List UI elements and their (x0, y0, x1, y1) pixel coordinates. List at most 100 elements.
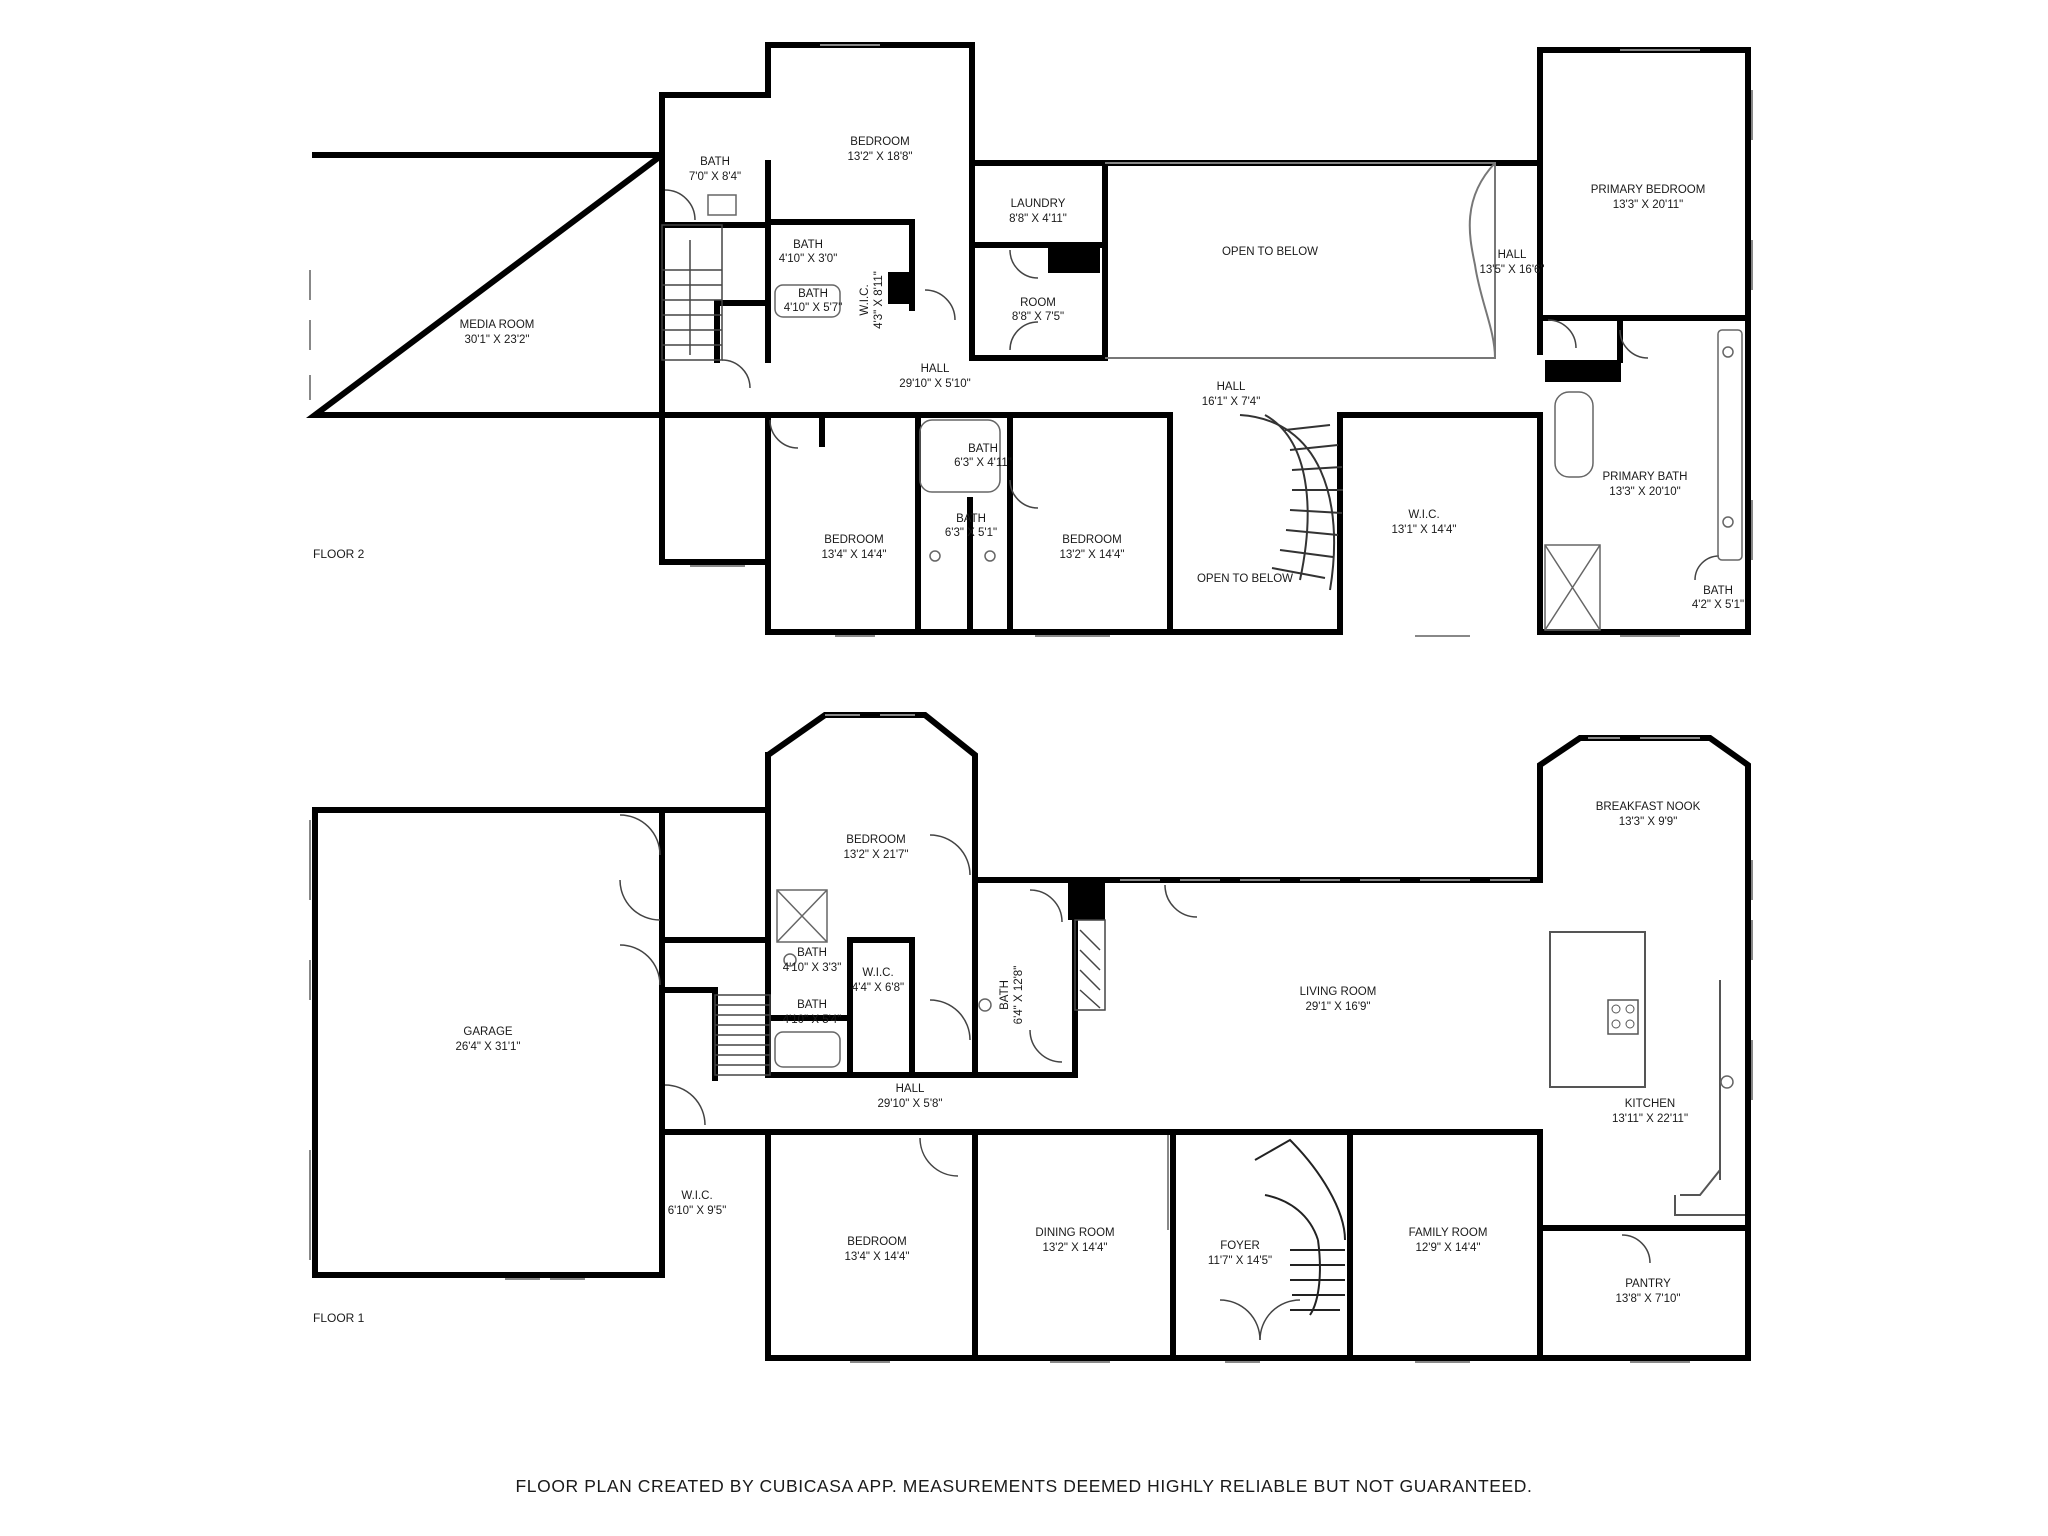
svg-text:13'3" X 9'9": 13'3" X 9'9" (1619, 816, 1678, 828)
svg-text:W.I.C.: W.I.C. (681, 1190, 712, 1202)
room-dining-room: DINING ROOM 13'2" X 14'4" (1035, 1227, 1114, 1254)
room-bath-f: BATH 4'2" X 5'1" (1692, 585, 1744, 611)
floor-2-room-labels: MEDIA ROOM 30'1" X 23'2" BATH 7'0" X 8'4… (460, 136, 1744, 611)
svg-text:FAMILY ROOM: FAMILY ROOM (1409, 1227, 1488, 1239)
floor-1-room-labels: GARAGE 26'4" X 31'1" BEDROOM 13'2" X 21'… (456, 801, 1701, 1305)
svg-text:PRIMARY BEDROOM: PRIMARY BEDROOM (1591, 184, 1706, 196)
svg-text:HALL: HALL (896, 1083, 925, 1095)
svg-text:29'10" X 5'10": 29'10" X 5'10" (899, 378, 970, 390)
room-primary-bath: PRIMARY BATH 13'3" X 20'10" (1603, 471, 1688, 498)
svg-text:30'1" X 23'2": 30'1" X 23'2" (465, 334, 530, 346)
svg-text:6'10" X 9'5": 6'10" X 9'5" (668, 1205, 727, 1217)
svg-text:BATH: BATH (793, 239, 823, 251)
room-bath-d: BATH 6'3" X 4'11" (954, 443, 1012, 469)
left-staircase (661, 224, 723, 361)
room-bath-b: BATH 4'10" X 3'0" (779, 239, 838, 265)
room-foyer: FOYER 11'7" X 14'5" (1208, 1240, 1272, 1267)
room-bedroom-e: BEDROOM 13'4" X 14'4" (845, 1236, 910, 1263)
svg-text:DINING ROOM: DINING ROOM (1035, 1227, 1114, 1239)
svg-text:29'1" X 16'9": 29'1" X 16'9" (1306, 1001, 1371, 1013)
svg-text:BEDROOM: BEDROOM (824, 534, 883, 546)
room-open-to-below-a: OPEN TO BELOW (1222, 246, 1318, 258)
room-bath-h: BATH 4'10" X 5'4" (783, 999, 842, 1026)
room-pantry: PANTRY 13'8" X 7'10" (1616, 1278, 1681, 1305)
svg-text:4'10" X 5'7": 4'10" X 5'7" (784, 302, 843, 314)
kitchen-island (1549, 931, 1646, 1088)
fireplace-block (1068, 880, 1105, 920)
svg-text:13'2" X 18'8": 13'2" X 18'8" (848, 151, 913, 163)
svg-text:W.I.C.: W.I.C. (859, 284, 871, 315)
floor-2-fixtures (707, 194, 1743, 631)
svg-text:6'3" X 5'1": 6'3" X 5'1" (945, 527, 997, 539)
open-to-below-outline (1105, 162, 1496, 359)
svg-text:MEDIA ROOM: MEDIA ROOM (460, 319, 535, 331)
room-bath-a: BATH 7'0" X 8'4" (689, 156, 741, 183)
room-bath-i: BATH 6'4" X 12'8" (999, 966, 1025, 1025)
svg-text:13'4" X 14'4": 13'4" X 14'4" (845, 1251, 910, 1263)
svg-text:BATH: BATH (999, 980, 1011, 1010)
svg-text:8'8" X 7'5": 8'8" X 7'5" (1012, 311, 1064, 323)
svg-text:BATH: BATH (968, 443, 998, 455)
svg-text:HALL: HALL (921, 363, 950, 375)
svg-text:4'4" X 6'8": 4'4" X 6'8" (852, 982, 904, 994)
floor-2-walls (305, 42, 1751, 635)
svg-text:PANTRY: PANTRY (1625, 1278, 1671, 1290)
svg-text:26'4" X 31'1": 26'4" X 31'1" (456, 1041, 521, 1053)
svg-text:13'2" X 14'4": 13'2" X 14'4" (1060, 549, 1125, 561)
room-laundry: LAUNDRY 8'8" X 4'11" (1009, 198, 1067, 225)
room-primary-bedroom: PRIMARY BEDROOM 13'3" X 20'11" (1591, 184, 1706, 211)
room-wic-c: W.I.C. 4'4" X 6'8" (852, 967, 904, 994)
svg-text:13'1" X 14'4": 13'1" X 14'4" (1392, 524, 1457, 536)
room-garage: GARAGE 26'4" X 31'1" (456, 1026, 521, 1053)
room-bedroom-a: BEDROOM 13'2" X 18'8" (848, 136, 913, 163)
floor-1-plan: FLOOR 1 GARAGE 26'4" X 31'1" BEDROOM 13'… (309, 712, 1753, 1363)
cooktop (1607, 999, 1639, 1035)
room-open-to-below-b: OPEN TO BELOW (1197, 573, 1293, 585)
room-bedroom-c: BEDROOM 13'2" X 14'4" (1060, 534, 1125, 561)
svg-text:BATH: BATH (798, 288, 828, 300)
room-hall-d: HALL 29'10" X 5'8" (878, 1083, 943, 1110)
room-bath-g: BATH 4'10" X 3'3" (783, 947, 842, 974)
room-wic-b: W.I.C. 13'1" X 14'4" (1392, 509, 1457, 536)
room-breakfast-nook: BREAKFAST NOOK 13'3" X 9'9" (1596, 801, 1701, 828)
svg-text:OPEN TO BELOW: OPEN TO BELOW (1222, 246, 1318, 258)
svg-text:LIVING ROOM: LIVING ROOM (1300, 986, 1377, 998)
svg-text:4'3" X 8'11": 4'3" X 8'11" (873, 271, 885, 329)
svg-text:13'3" X 20'10": 13'3" X 20'10" (1609, 486, 1680, 498)
room-wic-a: W.I.C. 4'3" X 8'11" (859, 271, 885, 329)
room-bedroom-d: BEDROOM 13'2" X 21'7" (844, 834, 909, 861)
svg-text:HALL: HALL (1217, 381, 1246, 393)
disclaimer-footer: FLOOR PLAN CREATED BY CUBICASA APP. MEAS… (515, 1476, 1533, 1496)
svg-text:4'10" X 3'0": 4'10" X 3'0" (779, 253, 838, 265)
room-media-room: MEDIA ROOM 30'1" X 23'2" (460, 319, 535, 346)
svg-text:ROOM: ROOM (1020, 297, 1056, 309)
room-room: ROOM 8'8" X 7'5" (1012, 297, 1064, 323)
floor-2-plan: FLOOR 2 MEDIA ROOM 30'1" X 23'2" BATH 7'… (305, 42, 1753, 637)
room-hall-a: HALL 13'5" X 16'6" (1480, 249, 1545, 276)
floor-2-label: FLOOR 2 (313, 547, 365, 561)
svg-text:13'2" X 14'4": 13'2" X 14'4" (1043, 1242, 1108, 1254)
floor-1-walls (312, 712, 1751, 1361)
floor-1-windows (309, 714, 1753, 1363)
svg-text:OPEN TO BELOW: OPEN TO BELOW (1197, 573, 1293, 585)
svg-text:BEDROOM: BEDROOM (847, 1236, 906, 1248)
room-wic-d: W.I.C. 6'10" X 9'5" (668, 1190, 727, 1217)
svg-text:LAUNDRY: LAUNDRY (1011, 198, 1066, 210)
svg-text:13'4" X 14'4": 13'4" X 14'4" (822, 549, 887, 561)
svg-text:BEDROOM: BEDROOM (850, 136, 909, 148)
room-living-room: LIVING ROOM 29'1" X 16'9" (1300, 986, 1377, 1013)
column-block (888, 272, 912, 304)
room-kitchen: KITCHEN 13'11" X 22'11" (1612, 1098, 1688, 1125)
svg-text:4'10" X 5'4": 4'10" X 5'4" (783, 1014, 842, 1026)
room-family-room: FAMILY ROOM 12'9" X 14'4" (1409, 1227, 1488, 1254)
room-hall-c: HALL 16'1" X 7'4" (1202, 381, 1261, 408)
svg-text:4'10" X 3'3": 4'10" X 3'3" (783, 962, 842, 974)
floor-2-windows (309, 44, 1753, 637)
svg-text:13'8" X 7'10": 13'8" X 7'10" (1616, 1293, 1681, 1305)
svg-text:8'8" X 4'11": 8'8" X 4'11" (1009, 213, 1067, 225)
svg-text:BEDROOM: BEDROOM (846, 834, 905, 846)
svg-text:13'2" X 21'7": 13'2" X 21'7" (844, 849, 909, 861)
svg-text:BATH: BATH (797, 947, 827, 959)
floor-1-fixtures (774, 889, 1734, 1089)
